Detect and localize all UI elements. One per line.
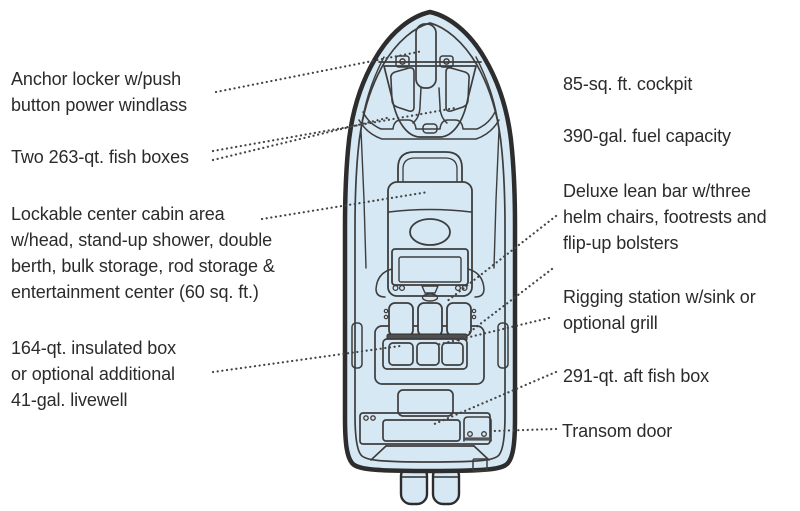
console-seat xyxy=(397,151,463,185)
transom-door xyxy=(463,416,492,442)
label-transom-door: Transom door xyxy=(562,418,672,444)
insulated-box xyxy=(397,389,454,417)
label-line: Rigging station w/sink or xyxy=(563,287,756,307)
label-rigging-station: Rigging station w/sink or optional grill xyxy=(563,284,756,336)
fish-box-starboard xyxy=(445,67,470,112)
label-line: Lockable center cabin area xyxy=(11,204,225,224)
bow-platform xyxy=(383,65,477,138)
side-pocket-starboard xyxy=(497,322,509,369)
leader-rigging-station-a xyxy=(456,267,554,343)
label-fish-boxes: Two 263-qt. fish boxes xyxy=(11,144,189,170)
center-console xyxy=(375,151,485,302)
leader-insulated-box xyxy=(211,344,402,374)
label-fuel-capacity: 390-gal. fuel capacity xyxy=(563,123,731,149)
anchor-locker xyxy=(412,23,448,134)
label-insulated-box: 164-qt. insulated box or optional additi… xyxy=(11,335,176,413)
label-line: flip-up bolsters xyxy=(563,233,679,253)
leader-rigging-station-b xyxy=(434,316,551,347)
helm-dash xyxy=(391,248,469,286)
side-pocket-port xyxy=(351,322,363,369)
transom xyxy=(370,445,490,472)
label-line: 85-sq. ft. cockpit xyxy=(563,74,693,94)
label-cockpit: 85-sq. ft. cockpit xyxy=(563,71,692,97)
cabin-hatch xyxy=(409,218,451,246)
cabin-body xyxy=(387,181,473,297)
bow-walkway xyxy=(358,111,500,140)
label-line: 291-qt. aft fish box xyxy=(563,366,710,386)
label-line: entertainment center (60 sq. ft.) xyxy=(11,282,259,302)
leader-aft-fish-box xyxy=(430,370,558,427)
label-line: berth, bulk storage, rod storage & xyxy=(11,256,275,276)
steering-wheel xyxy=(421,285,439,294)
helm-gauges xyxy=(392,284,468,292)
label-aft-fish-box: 291-qt. aft fish box xyxy=(563,363,709,389)
leader-transom-door xyxy=(492,427,558,433)
aft-deck xyxy=(359,412,492,445)
label-anchor-locker: Anchor locker w/push button power windla… xyxy=(11,66,187,118)
label-line: 164-qt. insulated box xyxy=(11,338,177,358)
label-line: helm chairs, footrests and xyxy=(563,207,767,227)
aft-fish-box xyxy=(382,419,461,442)
windshield-line xyxy=(402,157,458,185)
label-line: or optional additional xyxy=(11,364,175,384)
leader-center-cabin xyxy=(260,190,430,221)
label-lean-bar: Deluxe lean bar w/three helm chairs, foo… xyxy=(563,178,767,256)
label-line: optional grill xyxy=(563,313,658,333)
label-line: 41-gal. livewell xyxy=(11,390,128,410)
label-line: Anchor locker w/push xyxy=(11,69,182,89)
hull-interior-lines xyxy=(351,22,509,472)
label-line: Deluxe lean bar w/three xyxy=(563,181,751,201)
helm-chairs xyxy=(383,302,477,337)
label-line: Transom door xyxy=(562,421,673,441)
label-line: w/head, stand-up shower, double xyxy=(11,230,273,250)
leader-lean-bar xyxy=(444,214,558,304)
label-line: 390-gal. fuel capacity xyxy=(563,126,731,146)
leader-lines xyxy=(211,49,558,433)
outboard-engines xyxy=(399,464,461,506)
label-line: Two 263-qt. fish boxes xyxy=(11,147,189,167)
leader-fish-box-starboard xyxy=(211,106,457,153)
label-center-cabin: Lockable center cabin area w/head, stand… xyxy=(11,201,275,305)
rigging-station xyxy=(382,338,468,370)
bow-cleats xyxy=(395,55,454,68)
label-line: button power windlass xyxy=(11,95,188,115)
fish-box-port xyxy=(390,67,415,112)
